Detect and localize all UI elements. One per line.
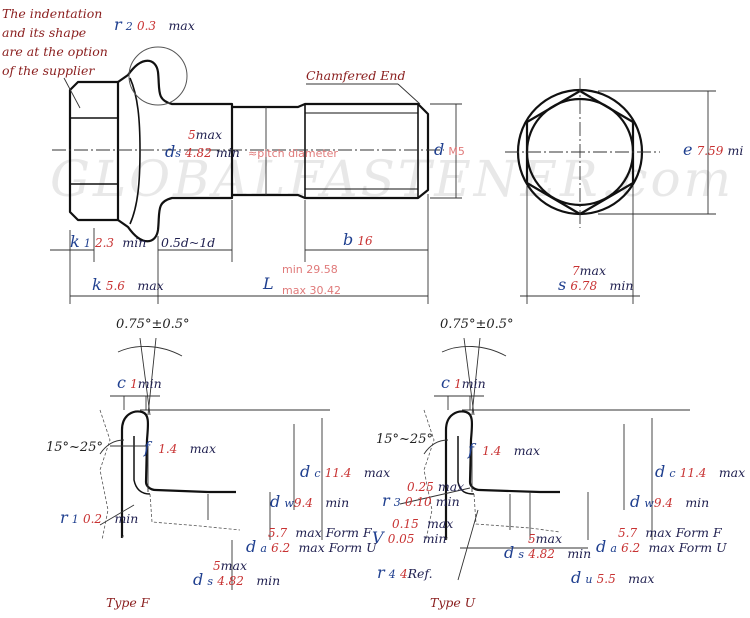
e-label: e 7.59 mi xyxy=(683,140,744,159)
shank-range-label: 0.5d~1d xyxy=(161,235,216,250)
type-u-title: Type U xyxy=(430,595,476,610)
type-f-ds-label: d s 4.82 min xyxy=(193,570,281,589)
type-u-dw-label: d w9.4 min xyxy=(630,492,710,511)
r2-label: r 2 0.3 max xyxy=(114,15,195,34)
indentation-note: The indentation and its shape are at the… xyxy=(2,6,108,78)
type-f-da-label: d a 6.2 max Form U xyxy=(246,537,377,556)
type-f-c-label: c 1min xyxy=(117,373,162,392)
type-u-ds-label: d s 4.82 min xyxy=(504,543,592,562)
s-label: s 6.78 min xyxy=(558,275,634,294)
k-label: k 5.6 max xyxy=(92,275,164,294)
type-f-angle-side: 15°~25° xyxy=(46,440,103,455)
chamfered-end-note: Chamfered End xyxy=(306,68,406,83)
pitch-diameter-label: ≈pitch diameter xyxy=(248,147,338,160)
type-u-V-max: 0.15 max xyxy=(392,516,454,532)
L-max-label: max 30.42 xyxy=(282,284,341,297)
type-f-dw-label: d w9.4 min xyxy=(270,492,350,511)
type-u-da-label: d a 6.2 max Form U xyxy=(596,537,727,556)
type-u-ds-max: 5max xyxy=(528,531,562,547)
hex-head-outline xyxy=(68,80,120,222)
type-f-title: Type F xyxy=(106,595,150,610)
type-f-dc-label: d c 11.4 max xyxy=(300,462,391,481)
flange-outline xyxy=(117,59,234,243)
type-f-da-form-f: 5.7 max Form F xyxy=(268,525,372,541)
type-u-c-label: c 1min xyxy=(441,373,486,392)
type-u-da-form-f: 5.7 max Form F xyxy=(618,525,722,541)
d-label: d M5 xyxy=(434,140,465,159)
type-f-angle-top: 0.75°±0.5° xyxy=(116,317,190,332)
type-u-V-label: V 0.05 min xyxy=(372,528,447,547)
type-u-profile xyxy=(444,410,560,540)
b-label: b 16 xyxy=(343,230,373,249)
ds-label: ds 4.82 min xyxy=(165,142,240,161)
shank-outline xyxy=(232,102,430,200)
type-u-r3-label: r 3 0.10 min xyxy=(382,491,460,510)
type-f-ds-max: 5max xyxy=(213,558,247,574)
L-min-label: min 29.58 xyxy=(282,263,338,276)
type-u-angle-top: 0.75°±0.5° xyxy=(440,317,514,332)
ds-max-label: 5max xyxy=(188,127,222,143)
type-u-angle-side: 15°~25° xyxy=(376,432,433,447)
L-symbol: L xyxy=(263,274,274,293)
type-u-dc-label: d c 11.4 max xyxy=(655,462,746,481)
type-u-r4-label: r 4 4Ref. xyxy=(377,563,433,582)
type-u-f-label: f 1.4 max xyxy=(468,440,541,459)
type-f-profile xyxy=(120,410,236,538)
s-max-label: 7max xyxy=(572,263,606,279)
type-u-du-label: d u 5.5 max xyxy=(571,568,655,587)
type-f-r1-label: r 1 0.2 min xyxy=(60,508,139,527)
type-u-r3-max: 0.25 max xyxy=(407,479,465,495)
type-f-f-label: f 1.4 max xyxy=(144,438,217,457)
k1-label: k 1 2.3 min xyxy=(70,232,147,251)
